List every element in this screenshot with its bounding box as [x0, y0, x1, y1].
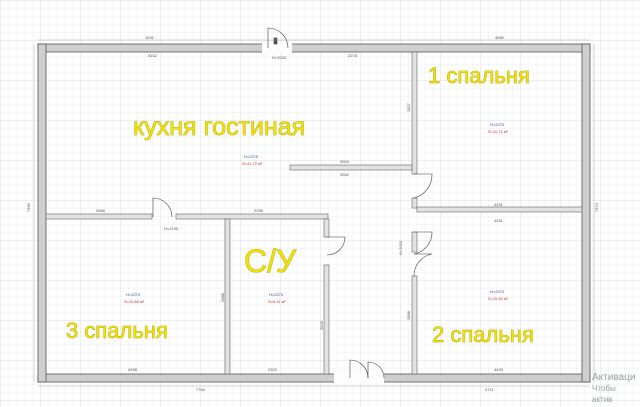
outer-walls	[37, 43, 591, 383]
dim-bottom-left: 7764	[196, 387, 206, 392]
dim-bath-bottom: 2322	[268, 367, 278, 372]
dim-b1-side: 2827	[406, 102, 411, 112]
room-label-bathroom: С/У	[244, 243, 297, 279]
room-label-bedroom2: 2 спальня	[432, 322, 534, 347]
bedroom3-height: H=2270	[126, 292, 141, 297]
dim-bath-top: 2256	[254, 208, 264, 213]
dim-b3-door: H=2190	[164, 226, 179, 231]
dim-kitchen-bottom-mid2: 3952	[340, 172, 350, 177]
watermark-line-2: Чтобы актив	[592, 384, 616, 404]
dim-vert-mid: 2888	[220, 292, 225, 302]
dim-b2-side: 2888	[406, 310, 411, 320]
bedroom2-area: S=11,90 м²	[488, 296, 509, 301]
watermark-line-1: Активаци	[592, 372, 636, 383]
kitchen-area: S=41,72 м²	[242, 161, 263, 166]
dim-b2-bottom: 4433	[494, 367, 504, 372]
bedroom2-height: H=2270	[490, 289, 505, 294]
activation-watermark: Активаци Чтобы актив	[592, 372, 638, 405]
bathroom-area: S=6,11 м²	[268, 299, 286, 304]
bedroom3-area: S=11,68 м²	[124, 299, 145, 304]
dim-kitchen-top-right: 2278	[348, 53, 358, 58]
dim-b1-bottom: 4431	[494, 202, 504, 207]
doors	[152, 27, 433, 379]
dim-b3-top: 2856	[96, 208, 106, 213]
dim-hall-door: H=2050	[398, 240, 403, 255]
bedroom1-area: S=11,71 м²	[488, 129, 509, 134]
dim-left-total: 7360	[26, 202, 31, 212]
room-label-bedroom1: 1 спальня	[428, 63, 530, 88]
dim-door-top: H=2020	[272, 55, 287, 60]
bedroom1-height: H=2270	[490, 122, 505, 127]
dim-top-right: 4580	[495, 35, 505, 40]
bathroom-height: H=2270	[269, 292, 284, 297]
interior-walls	[45, 51, 583, 375]
dim-b2-top: 4431	[494, 218, 504, 223]
dimension-lines	[33, 39, 595, 387]
kitchen-height: H=2270	[244, 154, 259, 159]
dim-kitchen-bottom-mid: 3904	[340, 159, 350, 164]
dim-kitchen-top: 5152	[148, 53, 158, 58]
room-label-kitchen: кухня гостиная	[133, 113, 305, 141]
dim-top-left: 1532	[145, 35, 155, 40]
dim-vert-small: 2826	[319, 320, 324, 330]
room-label-bedroom3: 3 спальня	[66, 318, 168, 343]
dim-b3-bottom: 4338	[128, 367, 138, 372]
dim-bottom-right: 4711	[485, 387, 494, 392]
dim-right-total: 7374	[594, 202, 599, 212]
